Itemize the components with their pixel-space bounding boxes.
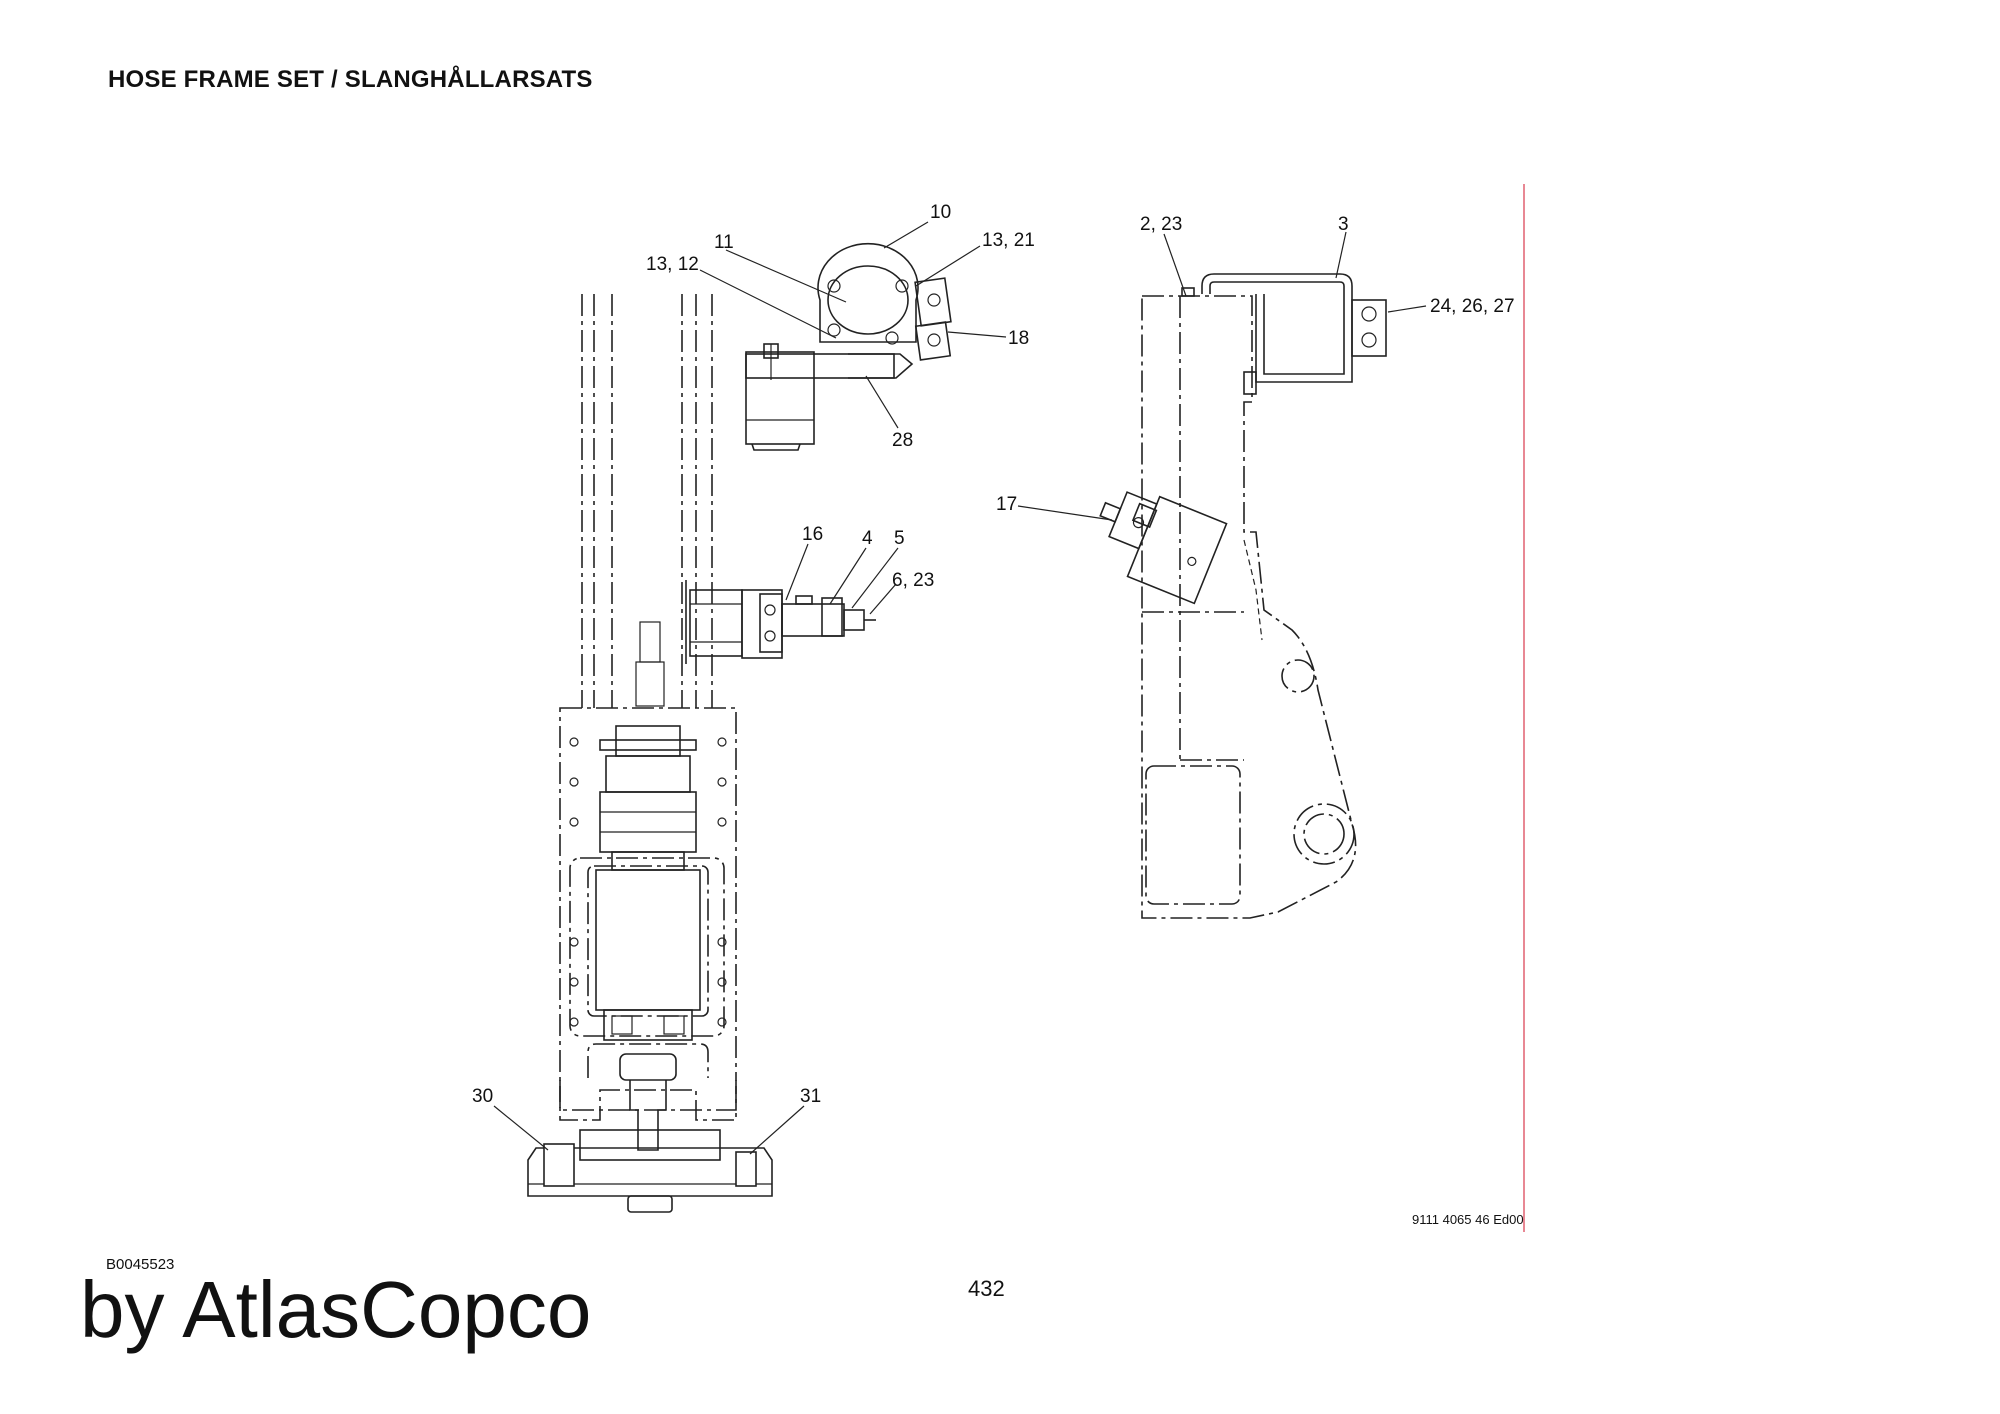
- callout-13-21: 13, 21: [982, 230, 1035, 251]
- page-title: HOSE FRAME SET / SLANGHÅLLARSATS: [108, 66, 593, 93]
- boom-assembly-left: [527, 242, 952, 1213]
- callout-11: 11: [714, 232, 734, 253]
- callout-labels: 10 11 13, 21 13, 12 18 28 16 4 5 6, 23 3…: [472, 202, 1515, 1107]
- callout-10: 10: [930, 202, 951, 223]
- callout-5: 5: [894, 528, 905, 549]
- callout-31: 31: [800, 1086, 821, 1107]
- boom-assembly-right: [1099, 273, 1387, 919]
- callout-4: 4: [862, 528, 873, 549]
- callout-2-23: 2, 23: [1140, 214, 1182, 235]
- brand-watermark: by AtlasCopco: [80, 1265, 592, 1354]
- callout-6-23: 6, 23: [892, 570, 934, 591]
- callout-16: 16: [802, 524, 823, 545]
- callout-17: 17: [996, 494, 1017, 515]
- callout-18: 18: [1008, 328, 1029, 349]
- callout-24-26-27: 24, 26, 27: [1430, 296, 1515, 317]
- page-number: 432: [968, 1276, 1005, 1301]
- callout-28: 28: [892, 430, 913, 451]
- callout-13-12: 13, 12: [646, 254, 699, 275]
- callout-3: 3: [1338, 214, 1349, 235]
- drawing-reference: 9111 4065 46 Ed00: [1412, 1212, 1524, 1227]
- callout-30: 30: [472, 1086, 493, 1107]
- leader-lines: [493, 221, 1427, 1155]
- document-reference: B0045523: [106, 1256, 175, 1273]
